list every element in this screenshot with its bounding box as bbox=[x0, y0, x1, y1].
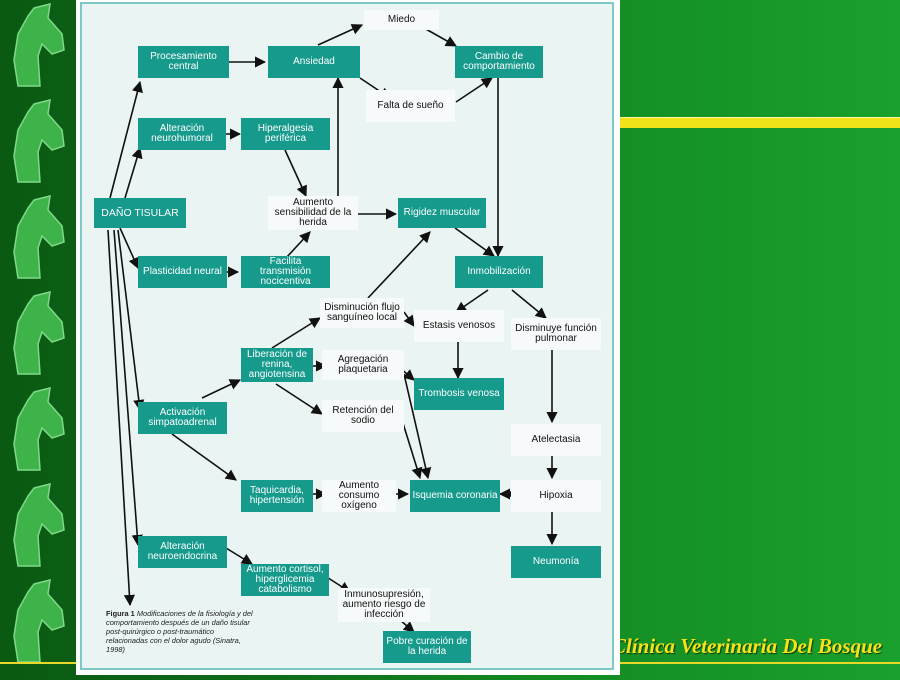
node-disminucion-flujo: Disminución flujo sanguíneo local bbox=[320, 298, 404, 328]
horse-head-icons bbox=[13, 3, 65, 663]
node-estasis-venosos: Estasis venosos bbox=[414, 310, 504, 342]
caption-text: Modificaciones de la fisiología y del co… bbox=[106, 609, 253, 654]
accent-bar bbox=[618, 117, 900, 128]
decorative-strip bbox=[0, 0, 70, 675]
node-alteracion-neuroendocrina: Alteración neuroendocrina bbox=[138, 536, 227, 568]
node-hipoxia: Hipoxia bbox=[511, 480, 601, 512]
node-inmobilizacion: Inmobilización bbox=[455, 256, 543, 288]
node-falta-sueno: Falta de sueño bbox=[366, 90, 455, 122]
node-procesamiento-central: Procesamiento central bbox=[138, 46, 229, 78]
node-alteracion-neurohumoral: Alteración neurohumoral bbox=[138, 118, 226, 150]
node-aumento-cortisol: Aumento cortisol, hiperglicemia cataboli… bbox=[241, 564, 329, 596]
node-aumento-consumo: Aumento consumo oxígeno bbox=[322, 480, 396, 512]
node-facilita-transmision: Facilita transmisión nocicentiva bbox=[241, 256, 330, 288]
node-agregacion-plaquetaria: Agregación plaquetaria bbox=[322, 350, 404, 380]
node-neumonia: Neumonía bbox=[511, 546, 601, 578]
node-dano-tisular: DAÑO TISULAR bbox=[94, 198, 186, 228]
node-activacion-simpatoadrenal: Activación simpatoadrenal bbox=[138, 402, 227, 434]
node-liberacion-renina: Liberación de renina, angiotensina bbox=[241, 348, 313, 382]
node-isquemia-coronaria: Isquemia coronaria bbox=[410, 480, 500, 512]
node-retencion-sodio: Retención del sodio bbox=[322, 400, 404, 432]
node-miedo: Miedo bbox=[364, 10, 439, 30]
node-trombosis-venosa: Trombosis venosa bbox=[414, 378, 504, 410]
figure-caption: Figura 1 Modificaciones de la fisiología… bbox=[106, 609, 256, 654]
footer-brand: Clínica Veterinaria Del Bosque bbox=[612, 634, 883, 658]
node-rigidez-muscular: Rigidez muscular bbox=[398, 198, 486, 228]
node-atelectasia: Atelectasia bbox=[511, 424, 601, 456]
node-aumento-sensibilidad: Aumento sensibilidad de la herida bbox=[268, 196, 358, 230]
node-cambio-comportamiento: Cambio de comportamiento bbox=[455, 46, 543, 78]
node-inmunosupresion: Inmunosupresión, aumento riesgo de infec… bbox=[338, 588, 430, 622]
node-plasticidad-neural: Plasticidad neural bbox=[138, 256, 227, 288]
node-hiperalgesia-periferica: Hiperalgesia periférica bbox=[241, 118, 330, 150]
caption-label: Figura 1 bbox=[106, 609, 135, 618]
node-pobre-curacion: Pobre curación de la herida bbox=[383, 631, 471, 663]
node-disminuye-funcion: Disminuye función pulmonar bbox=[511, 318, 601, 350]
node-taquicardia: Taquicardia, hipertensión bbox=[241, 480, 313, 512]
node-ansiedad: Ansiedad bbox=[268, 46, 360, 78]
